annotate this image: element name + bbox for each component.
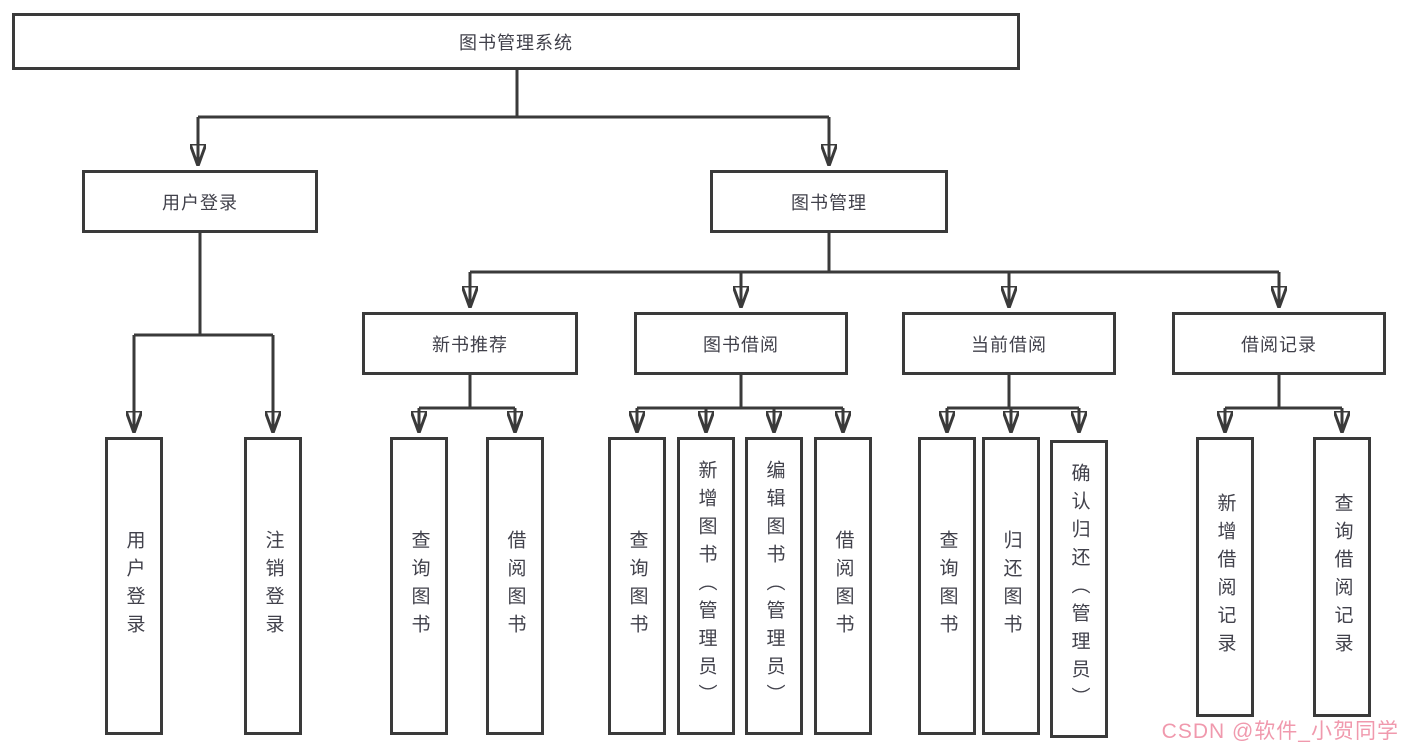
leaf-rec-borrow-books: 借阅图书 (486, 437, 544, 735)
leaf-edit-books-admin-label: 编辑图书（管理员） (763, 460, 785, 712)
leaf-return-books: 归还图书 (982, 437, 1040, 735)
node-current-borrowing: 当前借阅 (902, 312, 1116, 375)
leaf-add-books-admin-label: 新增图书（管理员） (695, 460, 717, 712)
leaf-edit-books-admin: 编辑图书（管理员） (745, 437, 803, 735)
node-book-management-label: 图书管理 (791, 192, 867, 213)
node-root: 图书管理系统 (12, 13, 1020, 70)
leaf-user-login: 用户登录 (105, 437, 163, 735)
node-user-login: 用户登录 (82, 170, 318, 233)
leaf-rec-borrow-books-label: 借阅图书 (504, 530, 526, 642)
leaf-return-books-label: 归还图书 (1000, 530, 1022, 642)
node-root-label: 图书管理系统 (459, 32, 573, 53)
leaf-confirm-return-admin: 确认归还（管理员） (1050, 440, 1108, 738)
leaf-borrow-books: 借阅图书 (814, 437, 872, 735)
leaf-rec-query-books-label: 查询图书 (408, 530, 430, 642)
node-new-book-recommend: 新书推荐 (362, 312, 578, 375)
node-book-borrowing-label: 图书借阅 (703, 334, 779, 355)
node-borrowing-records-label: 借阅记录 (1241, 334, 1317, 355)
leaf-logout-label: 注销登录 (262, 530, 284, 642)
leaf-confirm-return-admin-label: 确认归还（管理员） (1068, 463, 1090, 715)
node-borrowing-records: 借阅记录 (1172, 312, 1386, 375)
leaf-add-books-admin: 新增图书（管理员） (677, 437, 735, 735)
leaf-user-login-label: 用户登录 (123, 530, 145, 642)
node-new-book-recommend-label: 新书推荐 (432, 334, 508, 355)
leaf-borrow-query-books: 查询图书 (608, 437, 666, 735)
leaf-borrow-books-label: 借阅图书 (832, 530, 854, 642)
leaf-rec-query-books: 查询图书 (390, 437, 448, 735)
leaf-add-borrow-record-label: 新增借阅记录 (1214, 493, 1236, 661)
leaf-query-borrow-record-label: 查询借阅记录 (1331, 493, 1353, 661)
leaf-current-query-books-label: 查询图书 (936, 530, 958, 642)
leaf-logout: 注销登录 (244, 437, 302, 735)
node-book-management: 图书管理 (710, 170, 948, 233)
leaf-query-borrow-record: 查询借阅记录 (1313, 437, 1371, 717)
node-user-login-label: 用户登录 (162, 192, 238, 213)
leaf-current-query-books: 查询图书 (918, 437, 976, 735)
node-book-borrowing: 图书借阅 (634, 312, 848, 375)
node-current-borrowing-label: 当前借阅 (971, 334, 1047, 355)
leaf-borrow-query-books-label: 查询图书 (626, 530, 648, 642)
leaf-add-borrow-record: 新增借阅记录 (1196, 437, 1254, 717)
